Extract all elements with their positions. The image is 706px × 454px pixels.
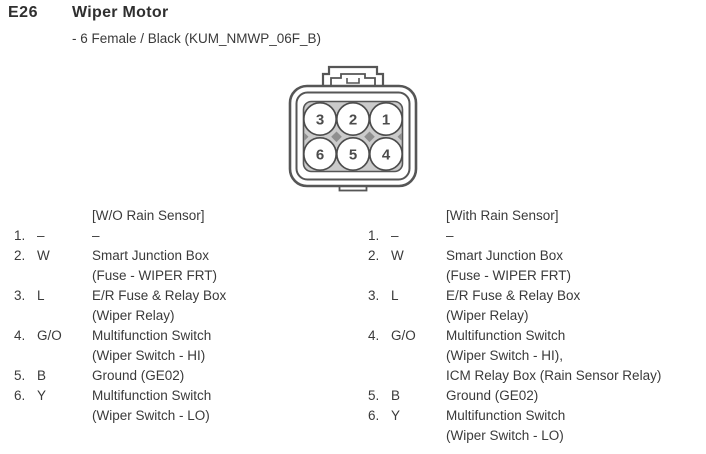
pin-number: 6 [316, 147, 324, 164]
pin-row-4: 4. G/O Multifunction Switch (Wiper Switc… [368, 326, 661, 386]
pin-description: Multifunction Switch [92, 328, 212, 343]
wire-color: B [37, 368, 47, 383]
pin-row-5: 5. B Ground (GE02) [368, 386, 661, 406]
pin-label: 6. [368, 408, 380, 423]
pin-row-4: 4. G/O Multifunction Switch (Wiper Switc… [14, 326, 226, 366]
pin-row-3: 3. L E/R Fuse & Relay Box (Wiper Relay) [14, 286, 226, 326]
pin-row-3: 3. L E/R Fuse & Relay Box (Wiper Relay) [368, 286, 661, 326]
pin-row-2: 2. W Smart Junction Box (Fuse - WIPER FR… [368, 246, 661, 286]
latch-outline [321, 65, 385, 87]
pin-description: Ground (GE02) [92, 368, 185, 383]
column-heading-row: [With Rain Sensor] [368, 206, 661, 226]
wire-color: L [37, 288, 45, 303]
pin-row-6: 6. Y Multifunction Switch (Wiper Switch … [14, 386, 226, 426]
pin-label: 3. [368, 288, 380, 303]
pin-row-1: 1. – – [368, 226, 661, 246]
connector-code: E26 [8, 4, 38, 21]
interstice-edge [397, 132, 402, 142]
pin-label: 4. [368, 328, 380, 343]
pin-description: – [446, 228, 454, 243]
wire-color: B [391, 388, 401, 403]
pin-description: ICM Relay Box (Rain Sensor Relay) [446, 368, 662, 383]
pin-number: 3 [316, 112, 324, 129]
pin-description: Ground (GE02) [446, 388, 539, 403]
pin-description: (Wiper Switch - HI), [446, 348, 564, 363]
pin-description: Multifunction Switch [446, 408, 566, 423]
connector-drawing-icon: 3 2 1 6 5 4 [288, 65, 418, 192]
wire-color: W [37, 248, 50, 263]
pin-label: 2. [368, 248, 380, 263]
pin-row-6: 6. Y Multifunction Switch (Wiper Switch … [368, 406, 661, 446]
wire-color: L [391, 288, 399, 303]
interstice-edge [304, 132, 309, 142]
pin-description: (Wiper Switch - LO) [92, 408, 210, 423]
pin-description: E/R Fuse & Relay Box [446, 288, 581, 303]
wire-color: – [37, 228, 45, 243]
pin-label: 2. [14, 248, 26, 263]
pin-row-1: 1. – – [14, 226, 226, 246]
pinout-column-wo-rain-sensor: [W/O Rain Sensor] 1. – – 2. W Smart Junc… [14, 206, 226, 426]
pin-description: E/R Fuse & Relay Box [92, 288, 227, 303]
pin-description: – [92, 228, 100, 243]
pin-label: 3. [14, 288, 26, 303]
latch-detail [330, 73, 376, 87]
pin-label: 5. [368, 388, 380, 403]
pin-row-5: 5. B Ground (GE02) [14, 366, 226, 386]
wire-color: G/O [37, 328, 62, 343]
pin-description: Multifunction Switch [446, 328, 566, 343]
pin-label: 4. [14, 328, 26, 343]
column-heading: [W/O Rain Sensor] [92, 208, 205, 223]
pin-number: 1 [382, 112, 390, 129]
connector-spec: - 6 Female / Black (KUM_NMWP_06F_B) [72, 31, 322, 46]
pin-description: (Wiper Relay) [446, 308, 529, 323]
pin-label: 6. [14, 388, 26, 403]
connector-diagram: 3 2 1 6 5 4 [287, 62, 419, 192]
wire-color: Y [391, 408, 401, 423]
wire-color: – [391, 228, 399, 243]
pin-label: 5. [14, 368, 26, 383]
pin-number: 2 [349, 112, 357, 129]
pin-description: Smart Junction Box [92, 248, 210, 263]
pin-description: Smart Junction Box [446, 248, 564, 263]
pin-description: (Fuse - WIPER FRT) [446, 268, 572, 283]
latch-notch [346, 78, 360, 84]
pin-number: 5 [349, 147, 357, 164]
wire-color: W [391, 248, 404, 263]
pin-description: (Wiper Switch - HI) [92, 348, 206, 363]
wire-color: Y [37, 388, 47, 403]
pin-cavity [368, 101, 404, 137]
pin-label: 1. [14, 228, 26, 243]
pin-row-2: 2. W Smart Junction Box (Fuse - WIPER FR… [14, 246, 226, 286]
wire-color: G/O [391, 328, 416, 343]
column-heading-row: [W/O Rain Sensor] [14, 206, 226, 226]
pin-description: Multifunction Switch [92, 388, 212, 403]
pin-description: (Fuse - WIPER FRT) [92, 268, 218, 283]
pinout-column-with-rain-sensor: [With Rain Sensor] 1. – – 2. W Smart Jun… [368, 206, 661, 446]
pin-label: 1. [368, 228, 380, 243]
pin-description: (Wiper Switch - LO) [446, 428, 564, 443]
column-heading: [With Rain Sensor] [446, 208, 559, 223]
page-title: Wiper Motor [72, 4, 169, 21]
pin-number: 4 [382, 147, 391, 164]
pin-description: (Wiper Relay) [92, 308, 175, 323]
pin-cavity [368, 136, 404, 172]
